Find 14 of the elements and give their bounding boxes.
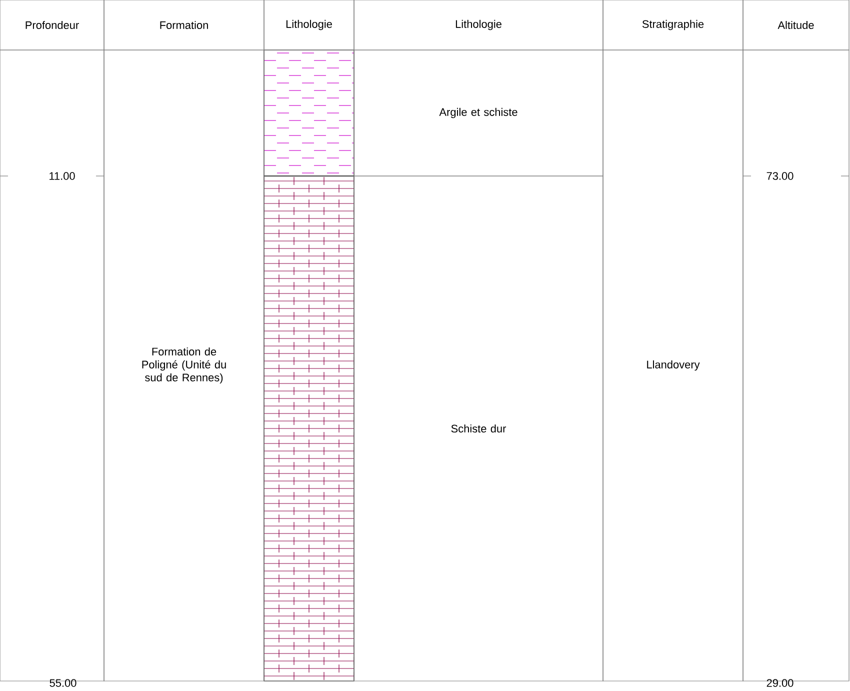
header-cell: Profondeur bbox=[0, 0, 104, 50]
formation-cell: Formation de Poligné (Unité du sud de Rennes) bbox=[104, 50, 264, 682]
stratigraphy-cell: Llandovery bbox=[602, 50, 744, 682]
scale-value: 11.00 bbox=[50, 172, 75, 180]
scale-value: 73.00 bbox=[766, 172, 794, 180]
header-cell: Stratigraphie bbox=[602, 0, 744, 50]
header-cell: Altitude bbox=[742, 0, 850, 50]
lithology-cell: Schiste dur bbox=[354, 176, 604, 682]
scale-value: 29.00 bbox=[766, 679, 794, 687]
scale-value: 55.00 bbox=[50, 679, 76, 687]
header-cell: Formation bbox=[104, 0, 264, 50]
header-cell: Lithologie bbox=[354, 0, 604, 50]
header-cell: Lithologie bbox=[264, 0, 354, 50]
lithology-cell: Argile et schiste bbox=[354, 50, 604, 176]
